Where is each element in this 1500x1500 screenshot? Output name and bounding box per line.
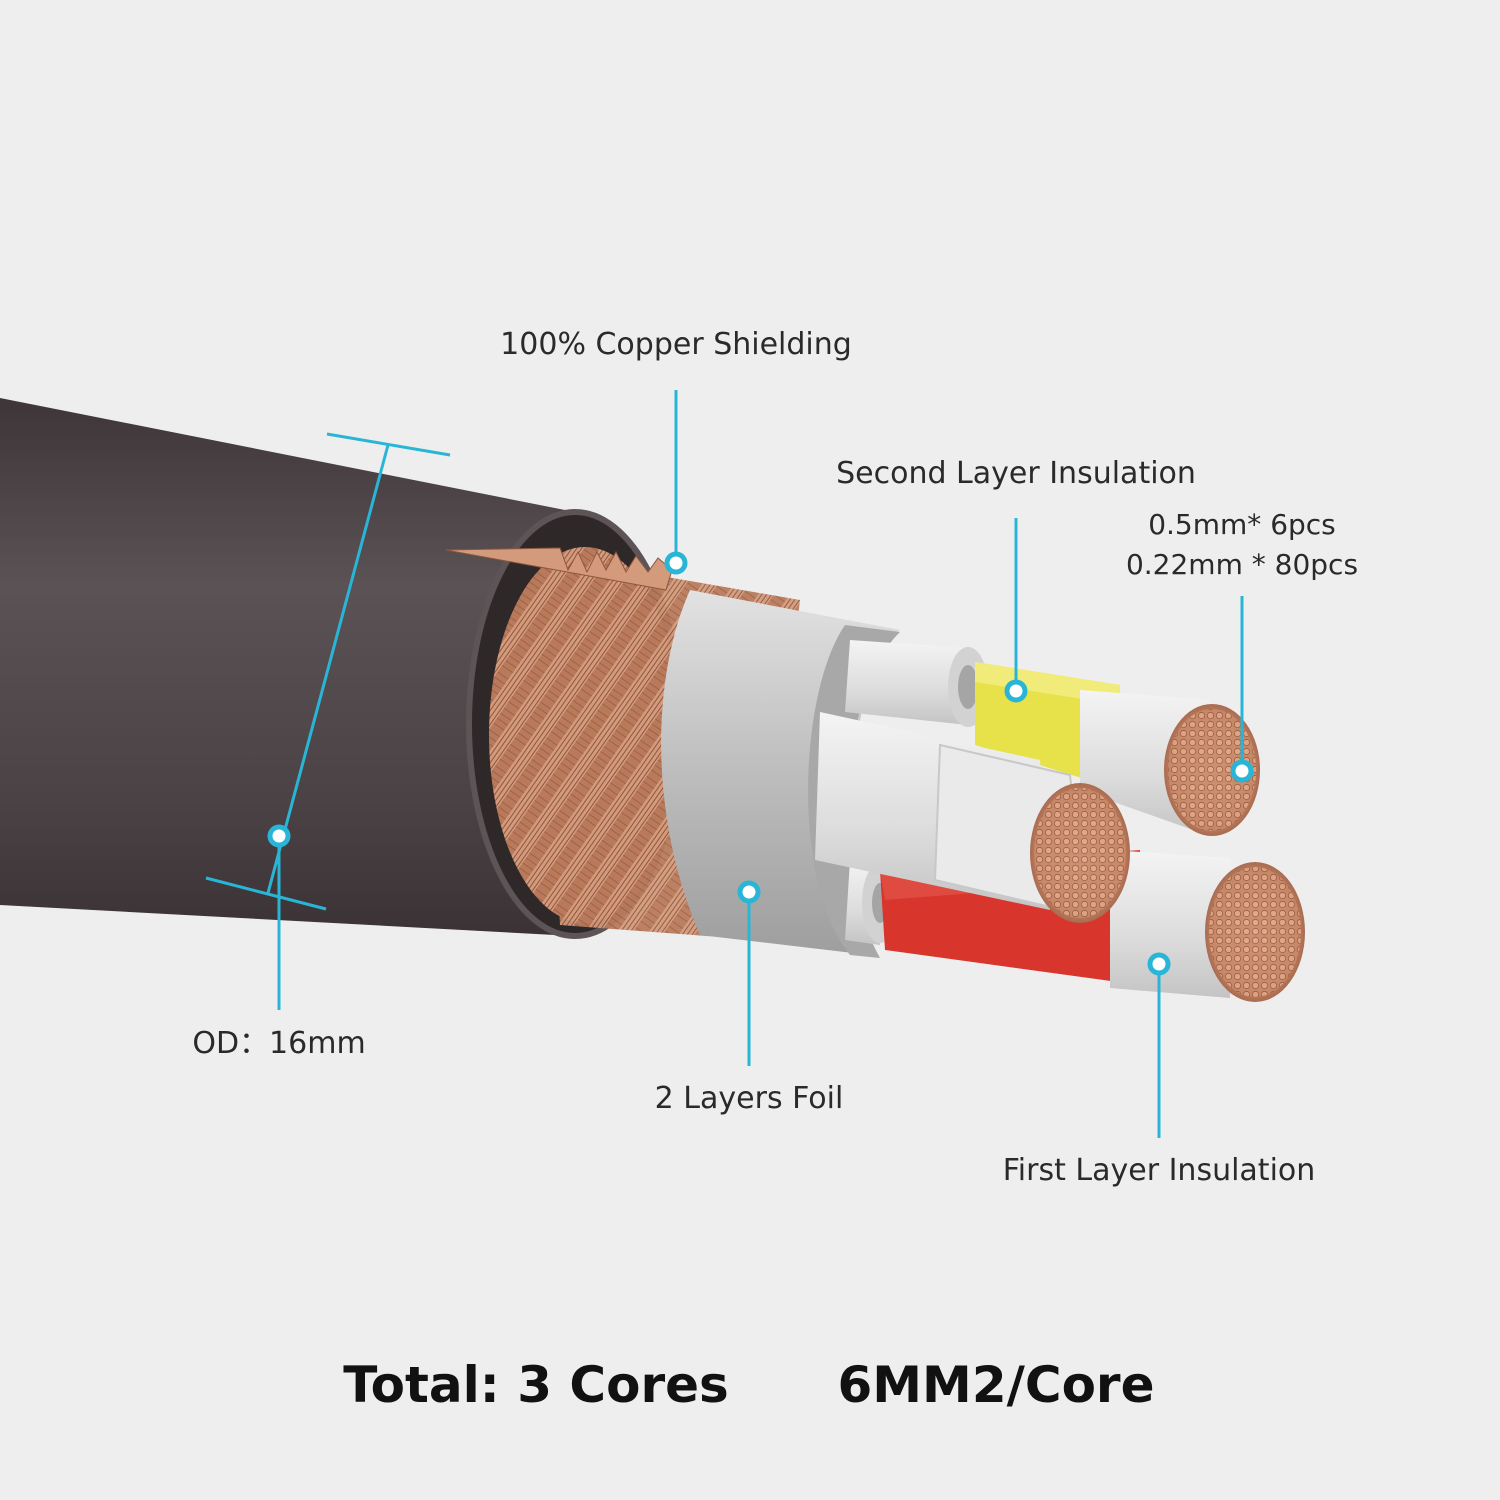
od-callout-dot [267, 824, 291, 848]
first-insulation-callout-dot [1147, 952, 1171, 976]
callout-lines [205, 390, 1244, 1138]
total-cores-text: Total: 3 Cores [343, 1356, 729, 1414]
second-layer-insulation-label: Second Layer Insulation [836, 456, 1196, 491]
shielding-callout-dot [664, 551, 688, 575]
strand-spec-label: 0.5mm* 6pcs 0.22mm * 80pcs [1126, 505, 1358, 585]
first-layer-insulation-label: First Layer Insulation [1002, 1153, 1316, 1188]
copper-shielding-label: 100% Copper Shielding [500, 327, 852, 362]
foil-label: 2 Layers Foil [654, 1081, 844, 1116]
outer-diameter-label: OD：16mm [192, 1026, 366, 1061]
strand-callout-dot [1230, 759, 1254, 783]
white-core [815, 712, 1130, 923]
summary-row: Total: 3 Cores 6MM2/Core [0, 1356, 1500, 1420]
callout-dots [267, 551, 1254, 976]
cross-section-text: 6MM2/Core [837, 1356, 1155, 1414]
foil-callout-dot [737, 880, 761, 904]
second-insulation-callout-dot [1004, 679, 1028, 703]
strand-spec-line-2: 0.22mm * 80pcs [1125, 548, 1359, 581]
strand-spec-line-1: 0.5mm* 6pcs [1148, 508, 1336, 541]
